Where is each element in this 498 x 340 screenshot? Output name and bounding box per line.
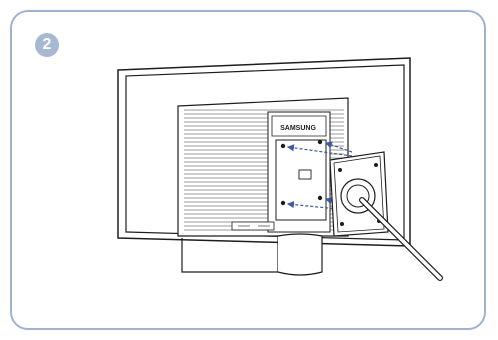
bracket-hole: [338, 168, 342, 172]
screw-hole: [318, 140, 322, 144]
bracket-hole: [374, 163, 378, 167]
screw-hole: [318, 196, 322, 200]
screw-hole: [281, 144, 285, 148]
brand-logo: SAMSUNG: [280, 125, 316, 132]
rear-housing: SAMSUNG: [178, 98, 348, 236]
stand-bracket: [330, 152, 388, 236]
vesa-mount-plate: [276, 140, 326, 220]
bracket-hole: [340, 222, 344, 226]
screw-hole: [281, 201, 285, 205]
